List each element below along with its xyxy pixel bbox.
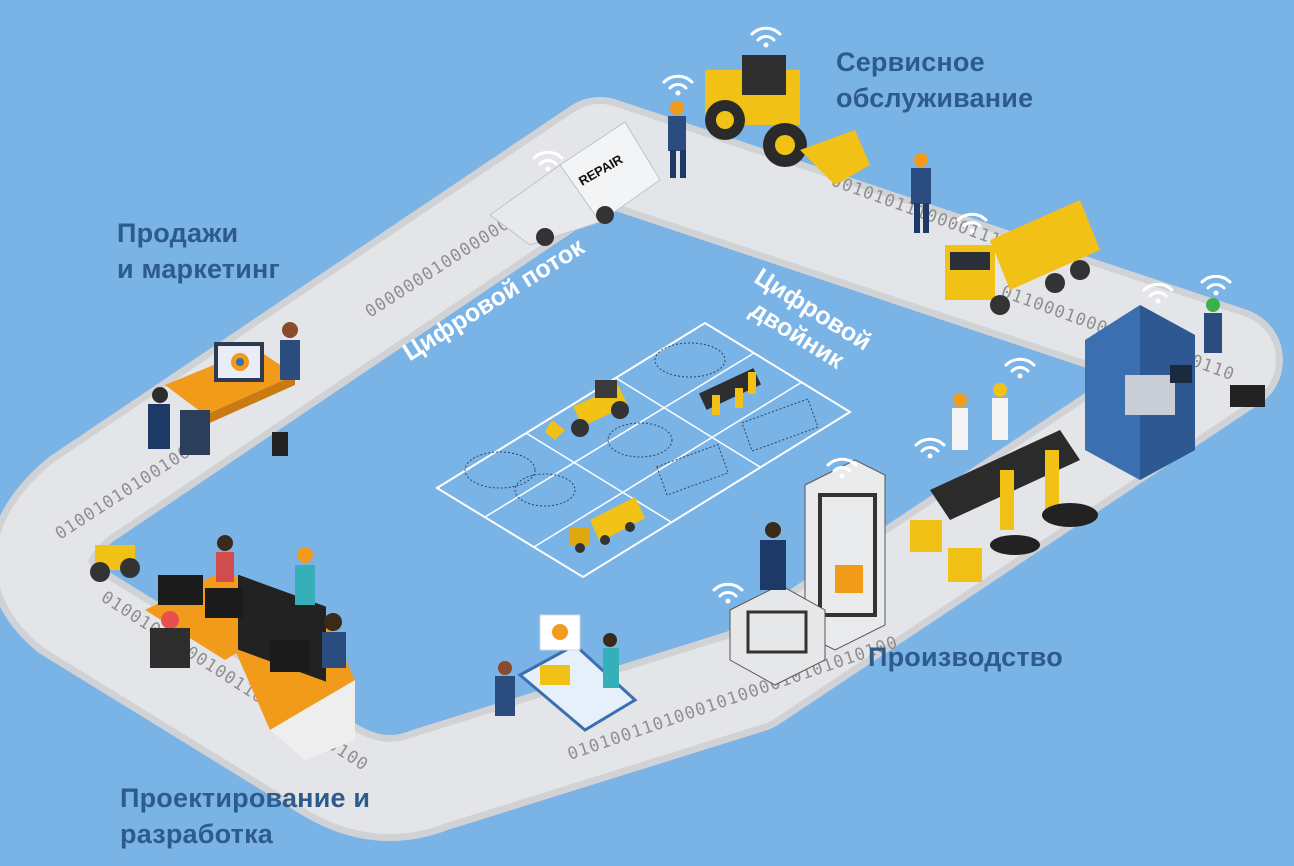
- wifi-icon: [712, 582, 744, 604]
- label-sales-line1: Продажи: [117, 218, 239, 248]
- wifi-icon: [914, 437, 946, 459]
- label-design-line1: Проектирование и: [120, 783, 371, 813]
- label-design: Проектирование и разработка: [120, 780, 370, 852]
- ar-table: [495, 614, 638, 732]
- printer-small: [729, 522, 826, 686]
- wifi-icon: [826, 457, 858, 479]
- grid-loader: [545, 380, 629, 440]
- inspector-worker: [911, 153, 931, 233]
- label-sales: Продажи и маркетинг: [117, 215, 280, 287]
- sales-desk: [148, 322, 300, 456]
- wifi-icons: [532, 26, 1232, 604]
- wifi-icon: [1142, 282, 1174, 304]
- label-service-line2: обслуживание: [836, 83, 1034, 113]
- wifi-icon: [532, 150, 564, 172]
- label-service-line1: Сервисное: [836, 47, 985, 77]
- label-design-line2: разработка: [120, 819, 274, 849]
- wifi-icon: [662, 74, 694, 96]
- production-line: [910, 383, 1098, 582]
- wifi-icon: [956, 212, 988, 234]
- wifi-icon: [1004, 357, 1036, 379]
- wifi-icon: [1200, 274, 1232, 296]
- label-production: Производство: [868, 642, 1063, 672]
- grid-truck: [570, 497, 645, 553]
- road-loop: [0, 97, 1283, 841]
- label-sales-line2: и маркетинг: [117, 254, 280, 284]
- milling-machine: [1085, 298, 1265, 480]
- repair-van: REPAIR: [489, 121, 661, 246]
- wheel-loader: [705, 55, 870, 185]
- wifi-icon: [750, 26, 782, 48]
- design-desks: [90, 535, 355, 760]
- service-worker: [668, 101, 686, 178]
- dump-truck: [945, 200, 1100, 315]
- grid-robots: [699, 368, 761, 415]
- label-service: Сервисное обслуживание: [836, 44, 1033, 116]
- digital-twin-grid: [435, 321, 852, 579]
